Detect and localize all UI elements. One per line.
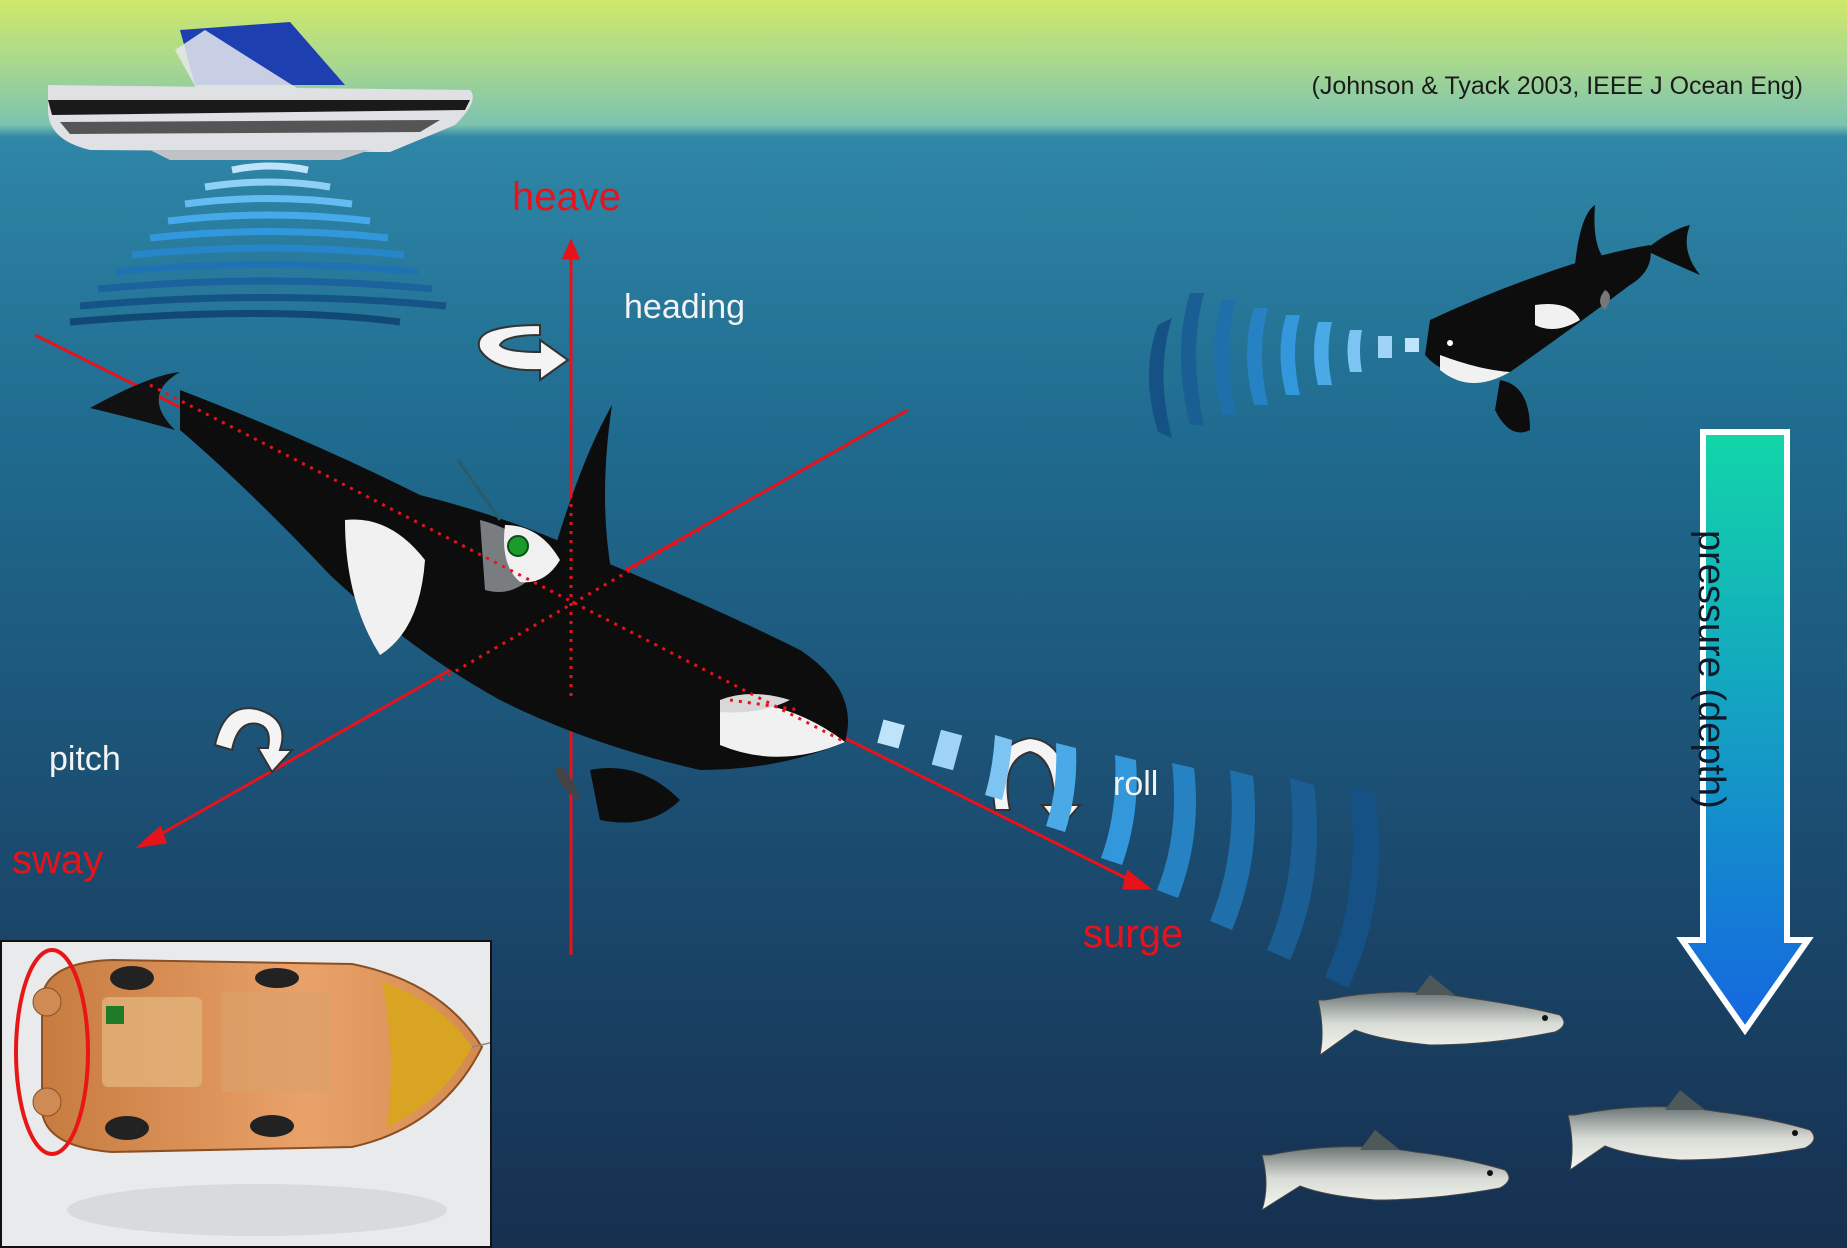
distant-orca-sonar-icon	[1149, 293, 1419, 438]
dtag-photo	[0, 940, 492, 1248]
salmon-icon	[1262, 1130, 1509, 1210]
salmon-icon	[1568, 1090, 1814, 1170]
orca-tagged-icon	[90, 372, 848, 823]
pressure-depth-label: pressure (depth)	[1689, 530, 1732, 809]
boat-icon	[48, 22, 473, 160]
heading-rotation-icon	[479, 325, 568, 380]
pitch-rotation-label: pitch	[49, 740, 121, 779]
boat-sonar-icon	[70, 166, 446, 322]
heave-axis-label: heave	[512, 175, 621, 220]
citation-text: (Johnson & Tyack 2003, IEEE J Ocean Eng)	[1312, 72, 1803, 101]
sway-axis-label: sway	[12, 838, 103, 883]
heading-rotation-label: heading	[624, 288, 745, 327]
salmon-icon	[1318, 975, 1564, 1055]
pitch-rotation-icon	[215, 708, 292, 772]
dtag-device-icon	[2, 942, 492, 1248]
surge-axis-label: surge	[1083, 912, 1183, 957]
orca-distant-icon	[1425, 205, 1700, 433]
roll-rotation-label: roll	[1113, 765, 1158, 804]
